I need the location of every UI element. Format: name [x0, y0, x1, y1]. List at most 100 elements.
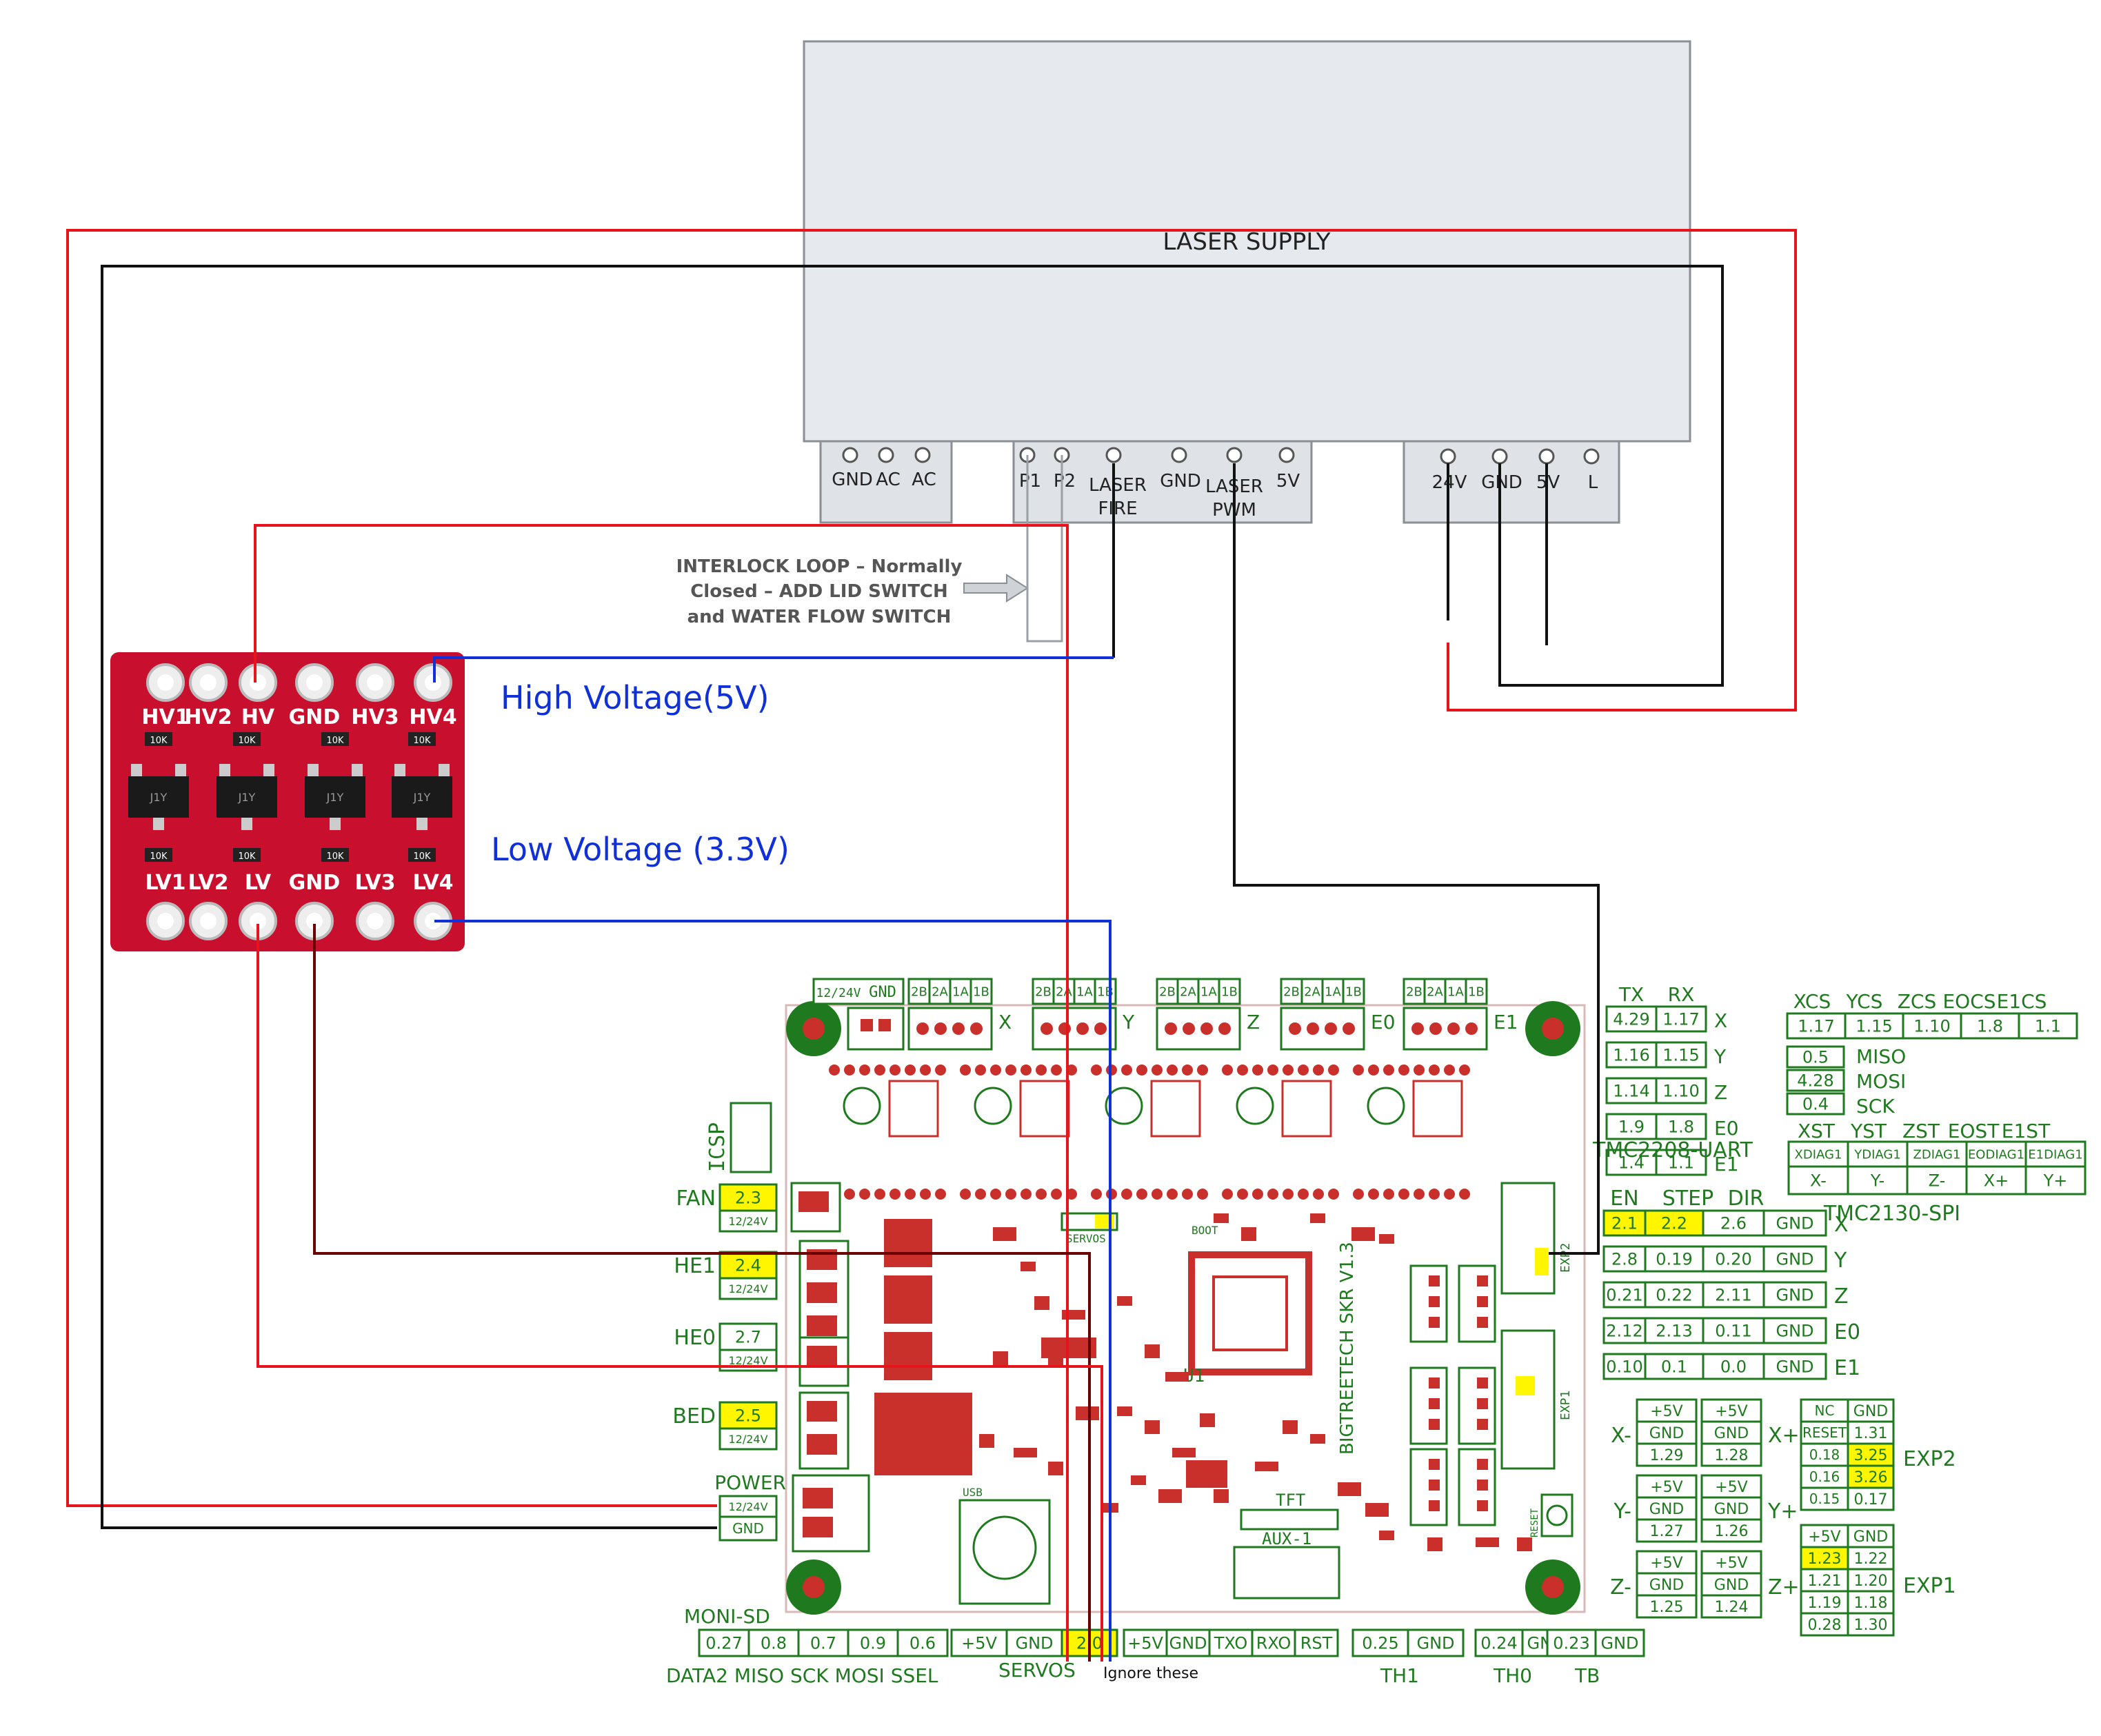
endstop-label: X-	[1611, 1424, 1631, 1448]
smd-part	[1117, 1296, 1132, 1306]
stepper-socket-pin	[1182, 1189, 1193, 1200]
spi-diag-pin: YDIAG1	[1853, 1147, 1901, 1162]
mosfet-marking: J1Y	[150, 791, 168, 804]
stepper-socket-pin	[1353, 1064, 1364, 1076]
aux-header	[1233, 1546, 1340, 1599]
stepper-socket-pin	[1136, 1064, 1147, 1076]
spi-axis-box	[1847, 1165, 1909, 1195]
smd-part	[1283, 1420, 1298, 1434]
driver-pin-box	[1644, 1317, 1705, 1344]
driver-pin: GND	[1776, 1214, 1813, 1233]
driver-pin: 2.12	[1606, 1322, 1642, 1341]
driver-connector-pin	[1343, 1022, 1355, 1035]
driver-pin: 0.21	[1606, 1286, 1642, 1305]
stepper-socket-pin	[990, 1189, 1001, 1200]
smd-part	[1214, 1489, 1229, 1503]
endstop-pin: +5V	[1715, 1403, 1747, 1420]
driver-pin-box	[1602, 1353, 1647, 1380]
th0-pin-box	[1474, 1628, 1524, 1657]
stepper-socket-pin	[1167, 1189, 1178, 1200]
driver-pin: GND	[1776, 1357, 1813, 1377]
wire-red-24v	[66, 229, 1797, 1507]
driver-pin-label: 1B	[1345, 985, 1362, 999]
terminal-screw	[798, 1191, 829, 1212]
endstop-pin: GND	[1649, 1425, 1684, 1442]
mosfet-leg	[439, 764, 450, 776]
shifter-hole	[250, 674, 266, 691]
driver-connector-pin	[1165, 1022, 1177, 1035]
fan-pin: 2.3	[735, 1189, 761, 1208]
sd-pin: 0.6	[909, 1634, 936, 1653]
label-bed: BED	[672, 1404, 716, 1429]
driver-pin-box	[1702, 1209, 1765, 1237]
spi-axis-box	[1787, 1165, 1849, 1195]
driver-axis-label: Y	[1122, 1011, 1135, 1033]
driver-pin-label-box	[1300, 978, 1324, 1005]
stepper-socket-pin	[1237, 1189, 1248, 1200]
shifter-label-lv4: LV4	[412, 871, 453, 895]
driver-pin: 0.22	[1656, 1286, 1692, 1305]
interlock-arrow	[963, 574, 1029, 603]
high-voltage-note: High Voltage(5V)	[501, 679, 770, 716]
terminal-gnd-ac	[842, 447, 858, 463]
driver-connector-pin	[1411, 1022, 1424, 1035]
stepper-socket-pin	[1167, 1064, 1178, 1076]
terminal-ac-2	[914, 447, 931, 463]
endstop-pin	[1429, 1275, 1440, 1286]
resistor	[233, 732, 261, 746]
driver-pin-label: 2A	[1427, 985, 1443, 999]
driver-pin-label: 1B	[1221, 985, 1238, 999]
terminal-l	[1583, 448, 1600, 465]
mosfet-q4	[884, 1219, 932, 1267]
stepper-jumpers	[1150, 1080, 1201, 1138]
th1-pin: 0.25	[1362, 1634, 1398, 1653]
driver-axis: E1	[1834, 1356, 1860, 1380]
smd-part	[1200, 1413, 1215, 1427]
pin-label-gnd: GND	[1160, 471, 1201, 492]
smd-part	[1076, 1406, 1099, 1420]
spi-bus-pin-box	[1786, 1092, 1845, 1116]
endstop-pin: 1.24	[1715, 1599, 1749, 1616]
stepper-socket-pin	[935, 1189, 946, 1200]
resistor	[321, 732, 349, 746]
power-header-top	[847, 1007, 905, 1051]
spi-bus-pin: 0.5	[1802, 1048, 1829, 1067]
endstop-pin: GND	[1714, 1425, 1749, 1442]
endstop-pin	[1477, 1398, 1488, 1409]
stepper-socket-pin	[844, 1189, 855, 1200]
driver-pin-label: 2B	[911, 985, 927, 999]
servo-pin: +5V	[961, 1634, 997, 1653]
driver-pin-box	[1702, 1353, 1765, 1380]
tb-pin: 0.23	[1553, 1634, 1589, 1653]
driver-pin-box	[1762, 1245, 1827, 1273]
smd-part	[1062, 1310, 1085, 1320]
spi-cs-pin: 1.8	[1977, 1017, 2003, 1036]
endstop-pin	[1477, 1377, 1488, 1389]
driver-pin-label-box	[949, 978, 972, 1005]
wire-laser-pwm	[1233, 463, 1600, 1255]
spi-axis-box	[2024, 1165, 2087, 1195]
stepper-socket-pin	[1197, 1064, 1208, 1076]
stepper-socket-pin	[859, 1189, 870, 1200]
shifter-label-lv3: LV3	[354, 871, 395, 895]
endstop-pin	[1477, 1459, 1488, 1470]
serial-pin-box	[1251, 1628, 1296, 1657]
smd-part	[1476, 1537, 1499, 1547]
uart-rx-pin: 1.17	[1662, 1010, 1699, 1029]
endstop-pin	[1429, 1459, 1440, 1470]
terminal-block-power	[1403, 440, 1620, 524]
exp1-pin: GND	[1853, 1528, 1888, 1546]
driver-pin: 0.20	[1715, 1250, 1751, 1269]
driver-pin-label-box	[1197, 978, 1220, 1005]
uart-tx-pin: 1.14	[1613, 1082, 1649, 1101]
stepper-socket-pin	[1444, 1189, 1455, 1200]
mosfet	[305, 776, 365, 818]
pin-label-24v: 24V	[1432, 472, 1467, 493]
terminal-gnd-power	[1491, 448, 1508, 465]
driver-pin-label-box	[1342, 978, 1365, 1005]
driver-axis-label: Z	[1247, 1011, 1260, 1033]
th0-pin: 0.24	[1480, 1634, 1517, 1653]
top-power-v: 12/24V	[816, 986, 861, 1000]
